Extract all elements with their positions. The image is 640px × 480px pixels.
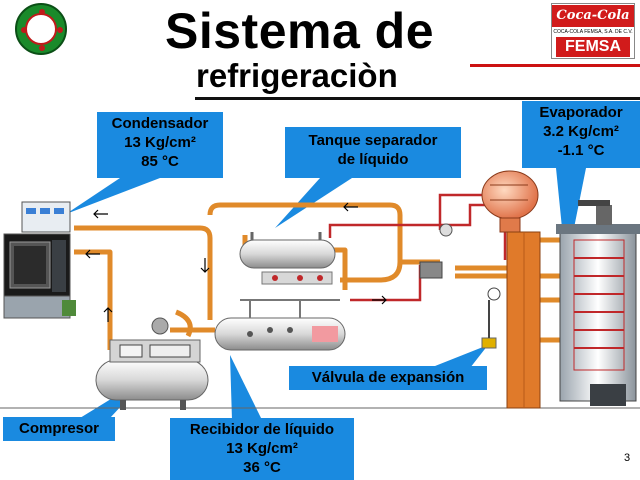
compresor-callout: Compresor (3, 417, 115, 441)
compresor-label: Compresor (18, 420, 100, 437)
coca-cola-femsa-logo: Coca-Cola COCA-COLA FEMSA, S.A. DE C.V. … (551, 3, 635, 59)
femsa-wordmark: FEMSA (556, 37, 630, 57)
evaporador-temperature: -1.1 °C (557, 142, 605, 159)
condensador-label: Condensador (111, 115, 209, 132)
tanque-label-line2: de líquido (337, 151, 409, 168)
coca-cola-wordmark: Coca-Cola (552, 5, 634, 27)
page-number: 3 (624, 452, 631, 464)
tanque-label-line1: Tanque separador (308, 132, 438, 149)
recibidor-label: Recibidor de líquido (189, 421, 335, 438)
institution-logo (15, 3, 67, 55)
condensador-callout: Condensador 13 Kg/cm² 85 °C (97, 112, 223, 178)
recibidor-pointer (230, 355, 262, 420)
title-rule-black (195, 97, 640, 100)
evaporador-label: Evaporador (539, 104, 623, 121)
title-rule-red (470, 64, 640, 67)
valvula-pointer (430, 345, 488, 368)
liquid-receiver-tank (214, 299, 346, 351)
expansion-valve-assembly (419, 223, 501, 349)
slide-subtitle: refrigeraciòn (196, 57, 398, 94)
valvula-label: Válvula de expansión (311, 369, 465, 386)
recibidor-temperature: 36 °C (243, 459, 281, 476)
slide-title: Sistema de (165, 3, 435, 59)
valvula-callout: Válvula de expansión (289, 366, 487, 390)
liquid-separator-tank (239, 232, 336, 285)
compressor (95, 309, 209, 410)
evaporator-tank (556, 200, 640, 406)
condensador-pressure: 13 Kg/cm² (124, 134, 196, 151)
surge-drum (481, 170, 539, 233)
condensador-pointer (66, 178, 160, 214)
evaporador-pressure: 3.2 Kg/cm² (543, 123, 619, 140)
tanque-callout: Tanque separador de líquido (285, 127, 461, 178)
flow-arrows (85, 202, 387, 322)
recibidor-callout: Recibidor de líquido 13 Kg/cm² 36 °C (170, 418, 354, 480)
evaporador-callout: Evaporador 3.2 Kg/cm² -1.1 °C (522, 101, 640, 168)
condensador-temperature: 85 °C (141, 153, 179, 170)
condenser-unit (3, 201, 76, 319)
refrigerant-pipes-red (328, 193, 507, 302)
recibidor-pressure: 13 Kg/cm² (226, 440, 298, 457)
company-name: COCA-COLA FEMSA, S.A. DE C.V. (553, 29, 633, 35)
